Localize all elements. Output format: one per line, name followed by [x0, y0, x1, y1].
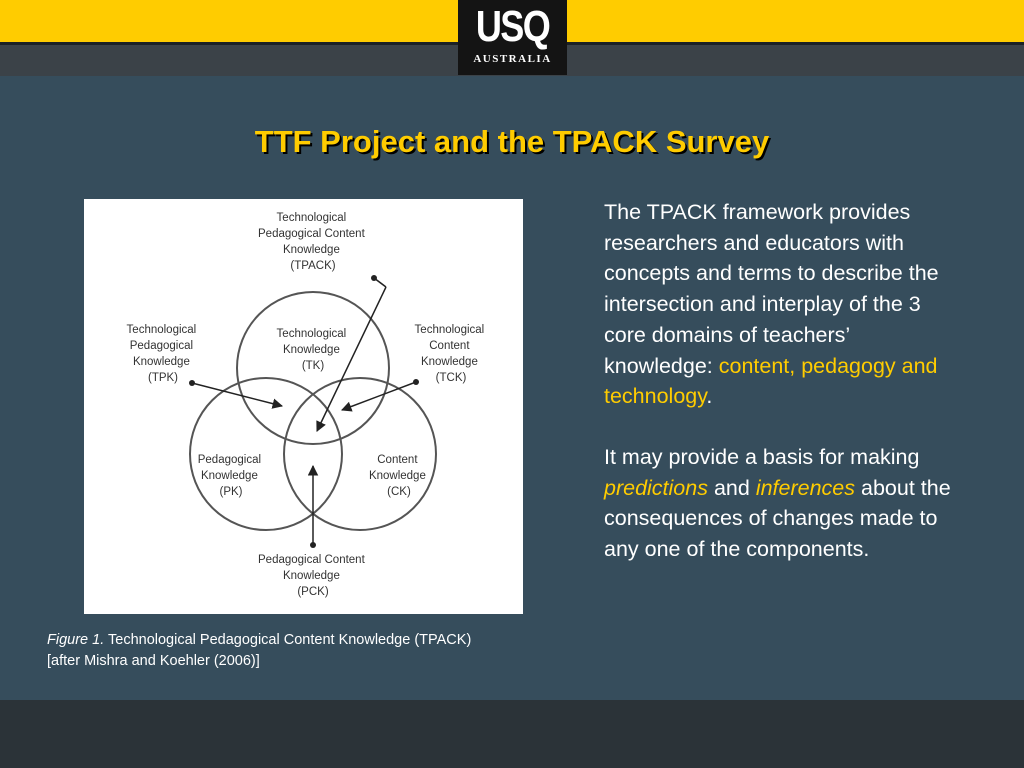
paragraph-predictions-start: It may provide a basis for making: [604, 444, 920, 469]
pk-label: Pedagogical Knowledge (PK): [198, 454, 265, 498]
usq-logo: USQ AUSTRALIA: [458, 0, 567, 75]
inferences-highlight: inferences: [755, 475, 856, 500]
tpack-label: Technological Pedagogical Content Knowle…: [258, 212, 368, 272]
body-text: The TPACK framework provides researchers…: [604, 197, 954, 565]
tk-label: Technological Knowledge (TK): [277, 328, 350, 372]
pck-dot: [310, 542, 316, 548]
tpack-figure: Technological Pedagogical Content Knowle…: [84, 199, 523, 614]
footer-band: [0, 700, 1024, 768]
tck-arrow: [341, 381, 417, 412]
ck-circle: [283, 377, 437, 531]
figure-caption-source: [after Mishra and Koehler (2006)]: [47, 653, 260, 669]
tpk-label: Technological Pedagogical Knowledge (TPK…: [127, 324, 200, 384]
pk-circle: [189, 377, 343, 531]
paragraph-predictions: It may provide a basis for making predic…: [604, 442, 954, 565]
logo-subtext: AUSTRALIA: [473, 53, 552, 65]
predictions-highlight: predictions: [604, 475, 708, 500]
ck-label: Content Knowledge (CK): [369, 454, 429, 498]
tck-dot: [413, 379, 419, 385]
domains-highlight: content, pedagogy and technology: [604, 353, 938, 409]
paragraph-predictions-mid: and: [707, 475, 756, 500]
tpack-venn-diagram: Technological Pedagogical Content Knowle…: [127, 212, 488, 598]
tk-circle: [236, 291, 390, 445]
tck-label: Technological Content Knowledge (TCK): [415, 324, 488, 384]
tpk-arrow: [191, 382, 284, 409]
tpack-dot: [371, 275, 377, 281]
pck-label: Pedagogical Content Knowledge (PCK): [258, 554, 368, 598]
figure-caption-text: Technological Pedagogical Content Knowle…: [108, 632, 472, 648]
figure-caption: Figure 1. Technological Pedagogical Cont…: [47, 630, 567, 672]
paragraph-framework-end: .: [706, 384, 713, 409]
slide-title: TTF Project and the TPACK Survey: [254, 124, 770, 159]
tpack-arrow: [316, 286, 387, 432]
tpk-dot: [189, 380, 195, 386]
figure-caption-label: Figure 1.: [47, 632, 105, 648]
paragraph-framework-text: The TPACK framework provides researchers…: [604, 200, 939, 378]
paragraph-predictions-end: about the consequences of changes made t…: [604, 475, 951, 562]
paragraph-framework: The TPACK framework provides researchers…: [604, 197, 954, 412]
logo-text: USQ: [475, 2, 551, 51]
